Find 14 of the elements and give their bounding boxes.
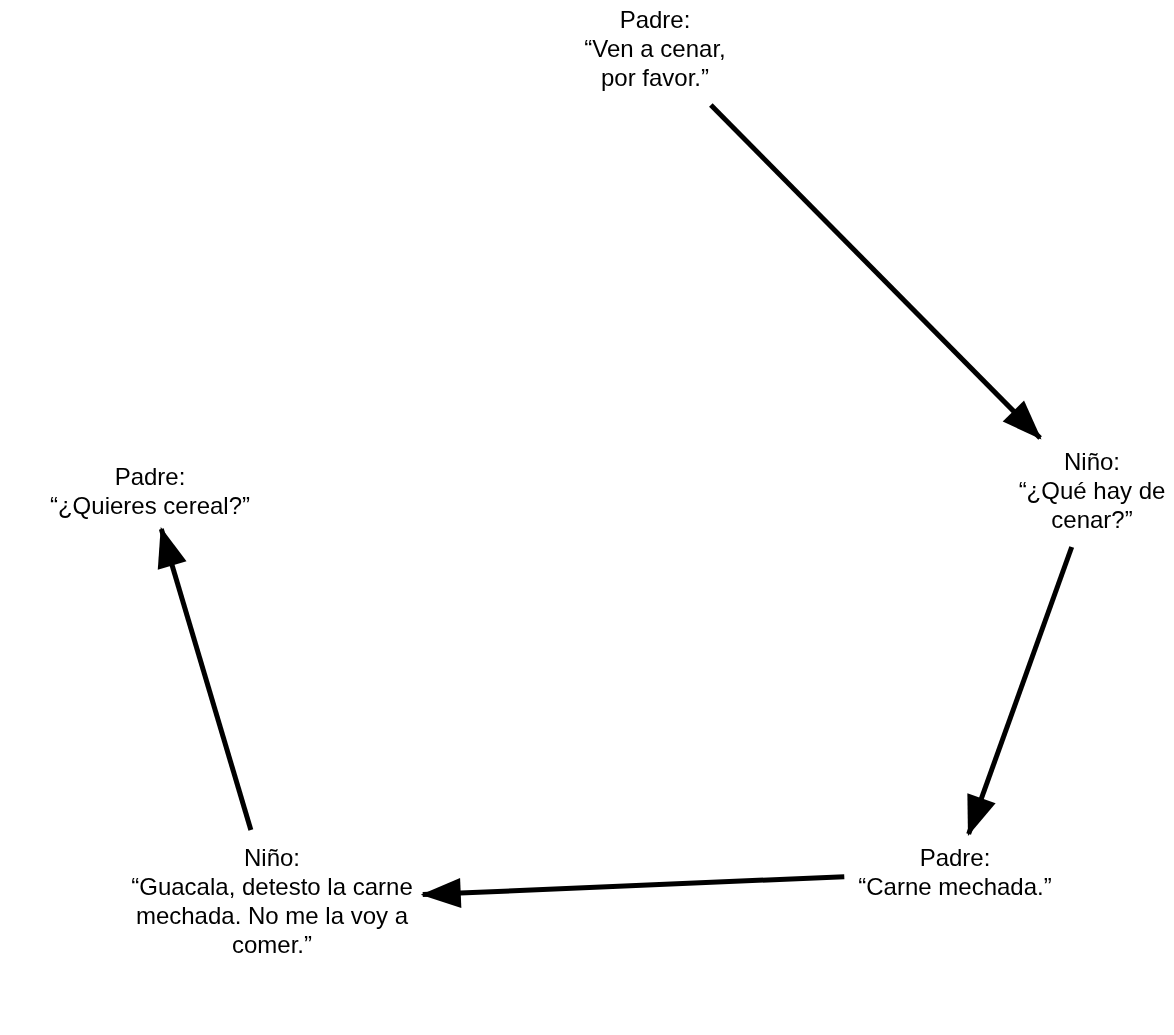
dialogue-quote: “Guacala, detesto la carne mechada. No me la voy a comer.” <box>130 872 414 959</box>
speaker-name: Padre: <box>113 462 187 491</box>
arrow <box>709 103 1042 440</box>
arrow <box>966 546 1075 836</box>
dialogue-quote: “Ven a cenar, por favor.” <box>583 34 727 92</box>
speaker-name: Niño: <box>1063 447 1121 476</box>
speaker-name: Padre: <box>918 843 992 872</box>
arrow <box>420 874 845 908</box>
dialogue-quote: “¿Qué hay de cenar?” <box>1017 476 1167 534</box>
arrow <box>157 527 254 831</box>
dialogue-quote: “Carne mechada.” <box>857 872 1053 901</box>
speaker-name: Niño: <box>243 843 301 872</box>
speaker-name: Padre: <box>618 5 692 34</box>
dialogue-quote: “¿Quieres cereal?” <box>48 491 252 520</box>
